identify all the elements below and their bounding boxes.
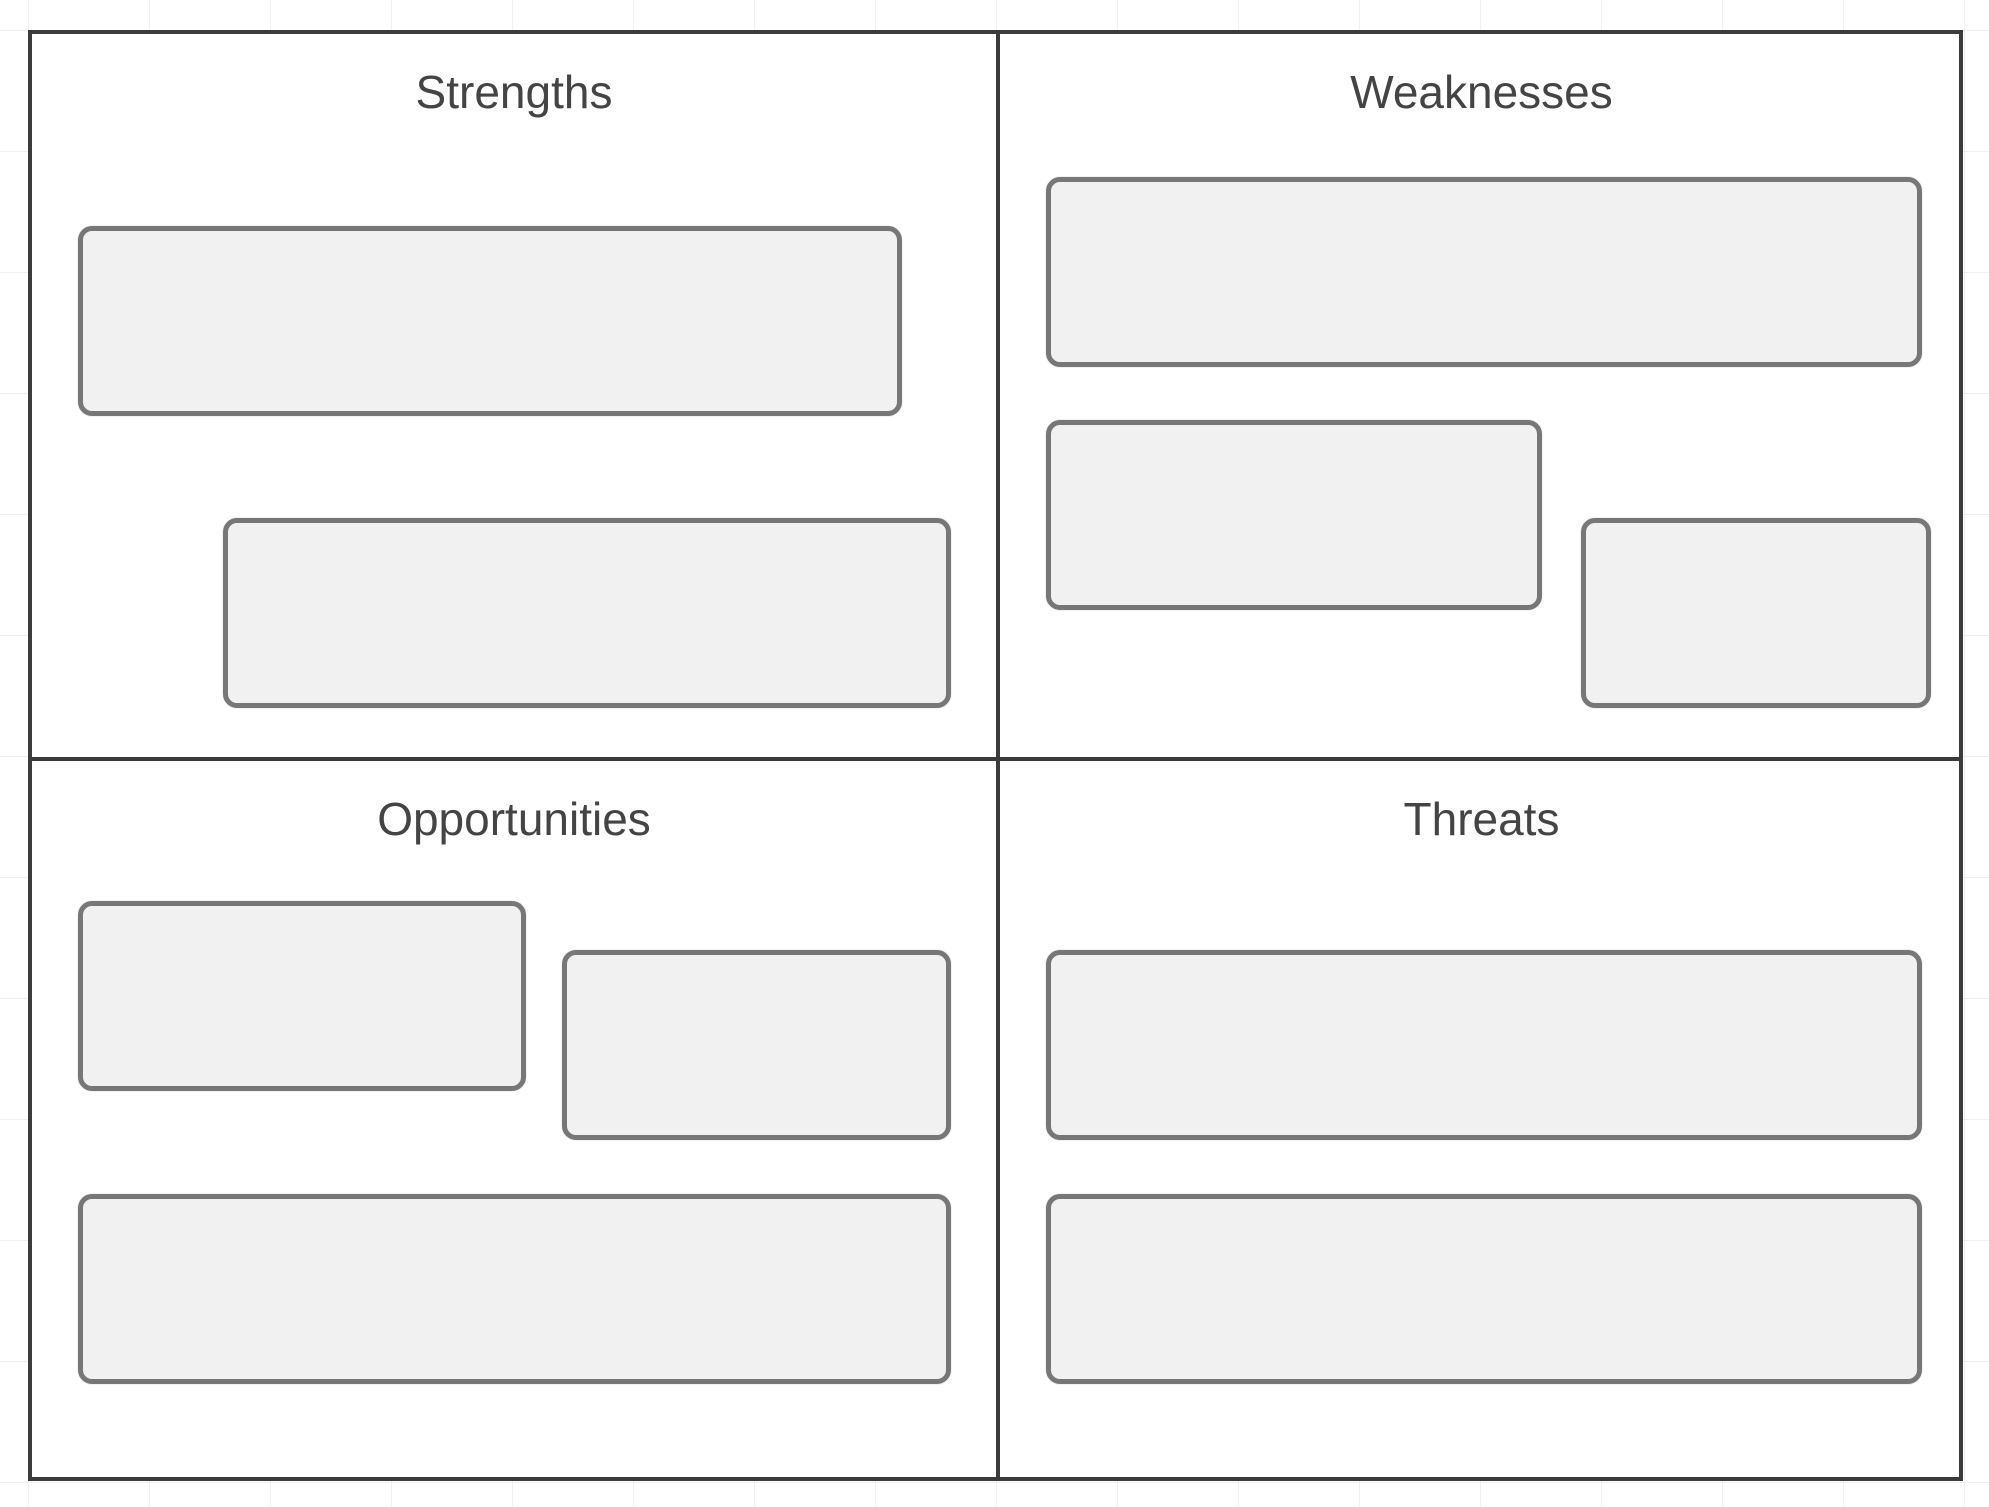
threats-quadrant: Threats	[1000, 761, 1963, 1481]
strengths-quadrant: Strengths	[32, 34, 996, 757]
weaknesses-quadrant: Weaknesses	[1000, 34, 1963, 757]
strengths-box-2[interactable]	[223, 518, 951, 708]
weaknesses-title: Weaknesses	[1350, 66, 1613, 118]
opportunities-box-1[interactable]	[78, 901, 526, 1091]
weaknesses-box-1[interactable]	[1046, 177, 1922, 367]
opportunities-box-2[interactable]	[562, 950, 951, 1140]
threats-title: Threats	[1403, 793, 1560, 845]
weaknesses-box-3[interactable]	[1581, 518, 1931, 708]
opportunities-title: Opportunities	[377, 793, 651, 845]
horizontal-divider	[32, 757, 1959, 761]
weaknesses-box-2[interactable]	[1046, 420, 1542, 610]
threats-box-2[interactable]	[1046, 1194, 1922, 1384]
threats-box-1[interactable]	[1046, 950, 1922, 1140]
opportunities-box-3[interactable]	[78, 1194, 951, 1384]
strengths-box-1[interactable]	[78, 226, 902, 416]
vertical-divider	[996, 34, 1000, 1477]
strengths-title: Strengths	[415, 66, 613, 118]
swot-grid: Strengths Weaknesses Opportunities Threa…	[28, 30, 1963, 1481]
opportunities-quadrant: Opportunities	[32, 761, 996, 1481]
